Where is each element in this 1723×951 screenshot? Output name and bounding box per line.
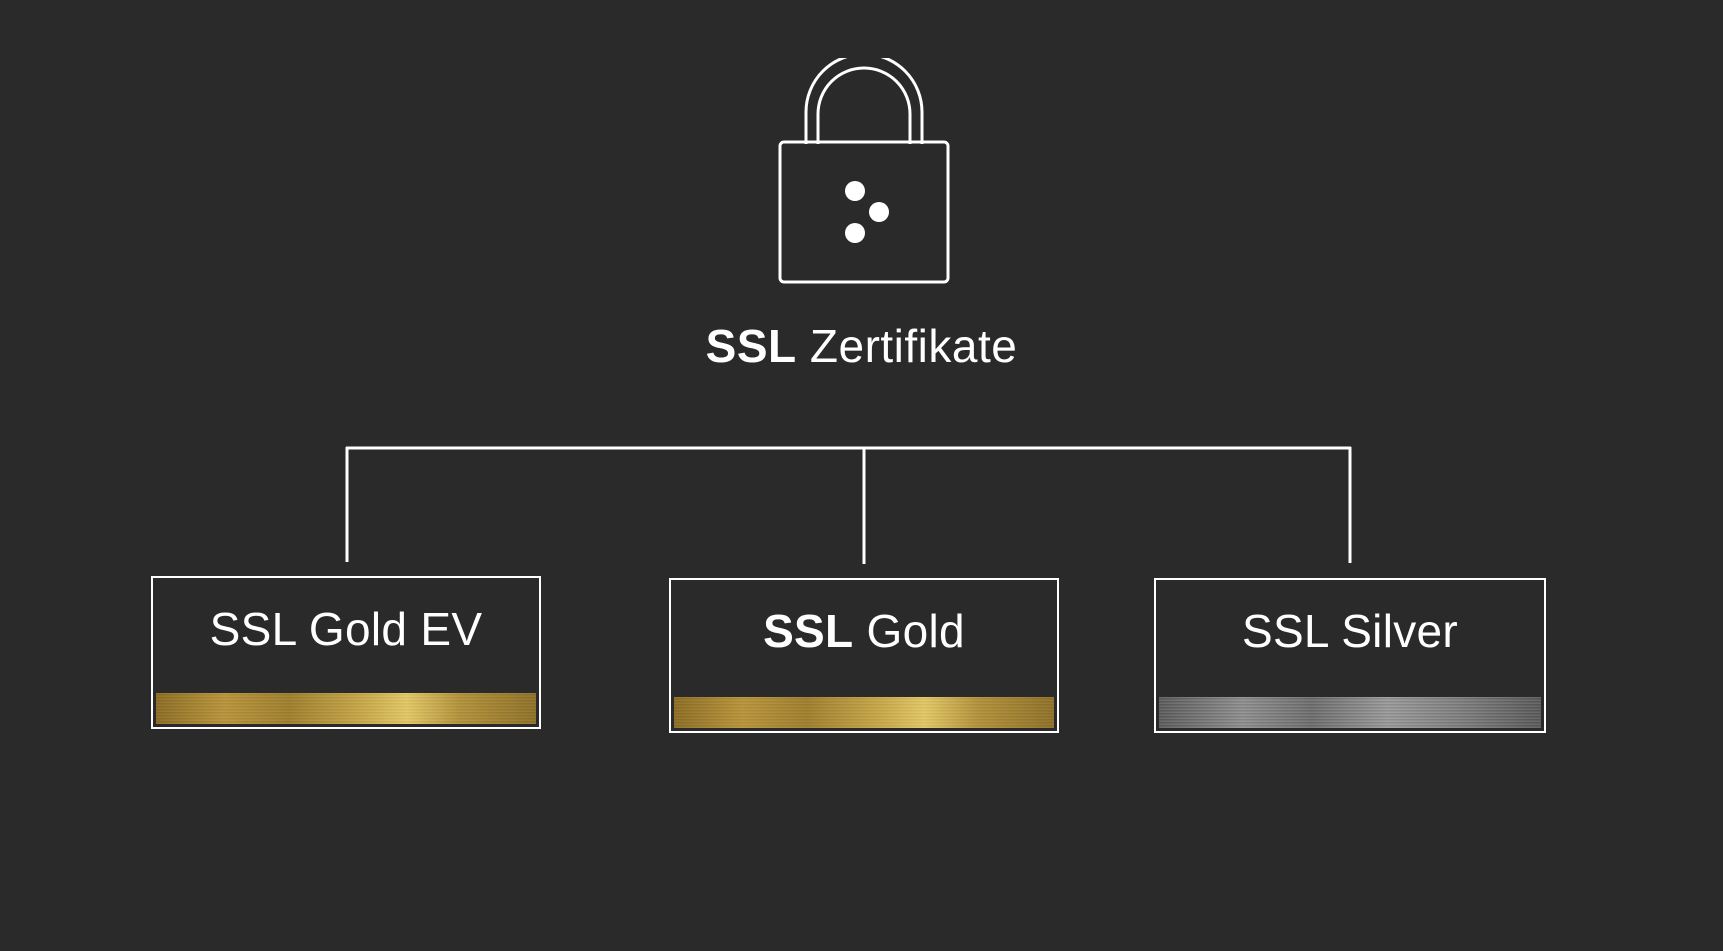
gold-bar <box>156 693 536 724</box>
root-title-bold: SSL <box>705 320 797 372</box>
card-ssl-gold: SSL Gold <box>669 578 1059 733</box>
card-label-rest: SSL Gold EV <box>209 603 483 655</box>
card-ssl-silver: SSL Silver <box>1154 578 1546 733</box>
root-title: SSL Zertifikate <box>0 318 1723 374</box>
card-label-rest: SSL Silver <box>1241 605 1459 657</box>
gold-bar <box>674 697 1054 728</box>
card-label-ssl-silver: SSL Silver <box>1156 604 1544 658</box>
lock-icon <box>778 58 950 284</box>
card-label-rest: Gold <box>853 605 965 657</box>
card-label-bold: SSL <box>763 605 854 657</box>
card-ssl-gold-ev: SSL Gold EV <box>151 576 541 729</box>
card-label-ssl-gold: SSL Gold <box>671 604 1057 658</box>
silver-bar <box>1159 697 1541 728</box>
root-title-rest: Zertifikate <box>796 320 1018 372</box>
card-label-ssl-gold-ev: SSL Gold EV <box>153 602 539 656</box>
